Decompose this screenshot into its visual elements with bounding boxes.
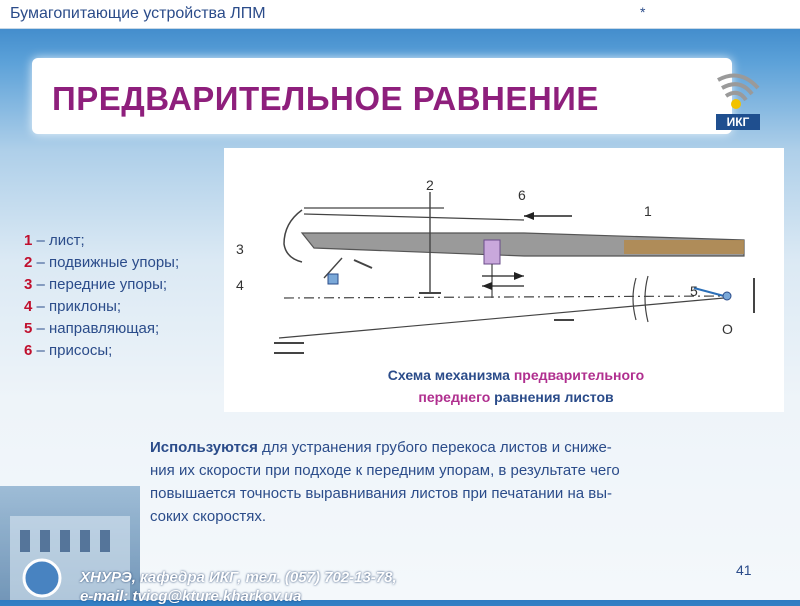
jogger <box>323 257 343 279</box>
legend-num: 3 <box>24 276 33 293</box>
legend-item: 6 – присосы; <box>24 340 179 362</box>
header-title: Бумагопитающие устройства ЛПМ <box>10 5 266 22</box>
legend-num: 4 <box>24 298 33 315</box>
diagram-label-3: 3 <box>236 241 244 257</box>
legend-item: 2 – подвижные упоры; <box>24 252 179 274</box>
legend-text: – подвижные упоры; <box>32 254 180 271</box>
diagram-label-1: 1 <box>644 203 652 219</box>
legend-text: – лист; <box>32 232 85 249</box>
footer-line-1: ХНУРЭ, кафедра ИКГ, тел. (057) 702-13-78… <box>80 569 397 586</box>
legend-num: 1 <box>24 232 33 249</box>
title-banner <box>32 58 732 134</box>
sheet-colored-end <box>624 240 744 254</box>
diagram-label-o: О <box>722 321 733 337</box>
legend-item: 4 – приклоны; <box>24 296 179 318</box>
description-text: Используются для устранения грубого пере… <box>150 436 790 528</box>
caption-part-3: переднего <box>418 389 491 405</box>
diagram-label-4: 4 <box>236 277 244 293</box>
header-star: * <box>640 4 646 20</box>
caption-part-4: равнения листов <box>490 389 614 405</box>
legend-item: 5 – направляющая; <box>24 318 179 340</box>
footer-contacts: ХНУРЭ, кафедра ИКГ, тел. (057) 702-13-78… <box>80 568 397 606</box>
pivot-o <box>722 291 732 301</box>
caption-part-2: предварительного <box>513 367 645 383</box>
diagram-label-2: 2 <box>426 177 434 193</box>
description-line-3: повышается точность выравнивания листов … <box>150 485 613 502</box>
guide-lower <box>278 297 725 339</box>
jogger-pivot <box>327 273 339 285</box>
arrow-right-icon <box>514 272 524 280</box>
university-building-image <box>0 486 140 600</box>
diagram-label-6: 6 <box>518 187 526 203</box>
description-line-1: для устранения грубого перекоса листов и… <box>257 439 612 456</box>
description-line-4: соких скоростях. <box>150 508 267 525</box>
guide <box>283 295 725 299</box>
mechanism-diagram-svg: 2 6 1 3 4 5 О <box>236 177 755 354</box>
mechanism-diagram: 2 6 1 3 4 5 О <box>224 148 784 412</box>
legend-text: – приклоны; <box>32 298 122 315</box>
diagram-label-5: 5 <box>690 283 698 299</box>
legend-list: 1 – лист; 2 – подвижные упоры; 3 – перед… <box>24 230 179 362</box>
building-icon <box>10 516 130 600</box>
front-stop-curve <box>283 209 303 263</box>
ikg-logo-icon: ИКГ <box>716 73 760 130</box>
legend-num: 2 <box>24 254 33 271</box>
legend-item: 1 – лист; <box>24 230 179 252</box>
legend-text: – присосы; <box>32 342 113 359</box>
logo-text: ИКГ <box>727 115 750 129</box>
page-number: 41 <box>736 562 752 578</box>
suction-cup <box>483 239 501 265</box>
footer-line-2[interactable]: e-mail: tvicg@kture.kharkov.ua <box>80 588 302 605</box>
description-bold: Используются <box>150 439 258 456</box>
arrow-left-icon <box>524 212 534 220</box>
legend-text: – передние упоры; <box>32 276 168 293</box>
diagram-caption: Схема механизма предварительного передне… <box>316 364 716 408</box>
description-line-2: ния их скорости при подходе к передним у… <box>150 462 620 479</box>
legend-item: 3 – передние упоры; <box>24 274 179 296</box>
top-bar: Бумагопитающие устройства ЛПМ * <box>0 0 800 29</box>
legend-num: 5 <box>24 320 33 337</box>
legend-text: – направляющая; <box>32 320 160 337</box>
legend-num: 6 <box>24 342 33 359</box>
slide-title: ПРЕДВАРИТЕЛЬНОЕ РАВНЕНИЕ <box>52 80 599 117</box>
caption-part-1: Схема механизма <box>387 367 514 383</box>
arrow-left-small-icon <box>482 282 492 290</box>
